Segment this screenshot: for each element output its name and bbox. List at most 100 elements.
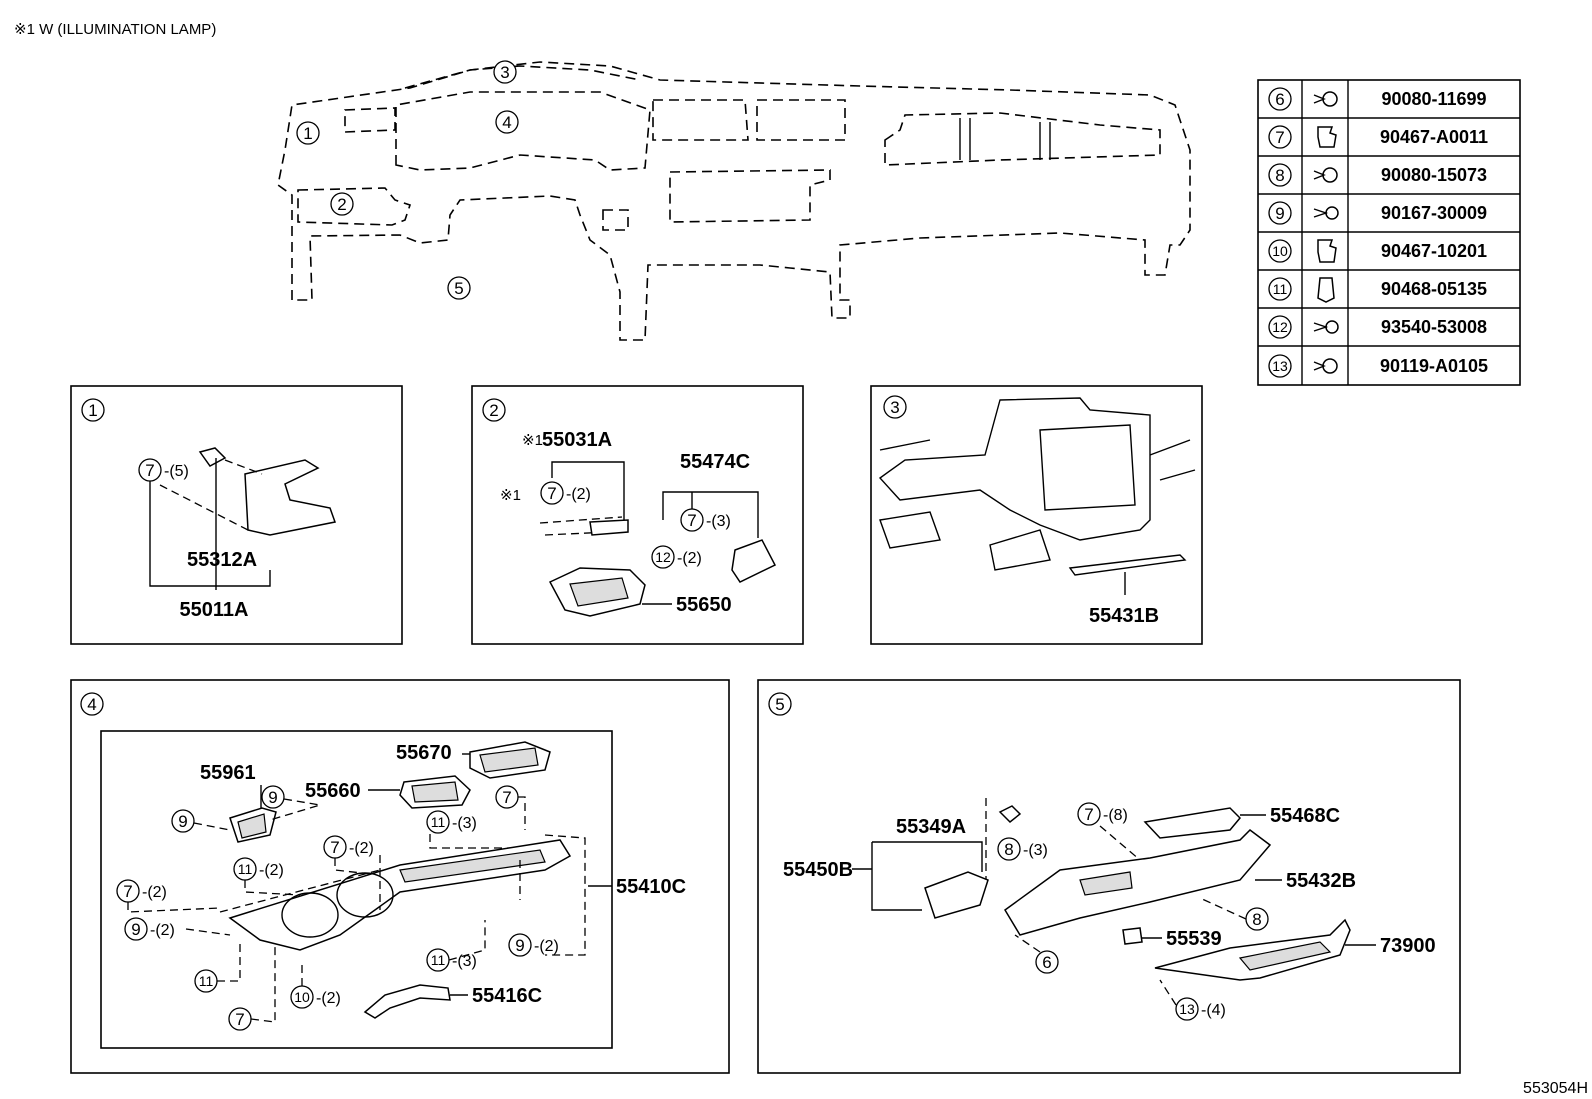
bolt-icon	[1313, 91, 1338, 107]
svg-text:-(3): -(3)	[452, 815, 477, 832]
part-55650: 55650	[676, 594, 732, 616]
svg-text:11: 11	[199, 973, 214, 989]
detail-panel-1: 1 7 -(5) 55312A 55011A	[70, 385, 403, 645]
svg-text:-(2): -(2)	[259, 862, 284, 879]
svg-text:9: 9	[515, 936, 524, 955]
svg-text:※1: ※1	[522, 432, 543, 449]
svg-text:6: 6	[1042, 953, 1051, 972]
bolt-icon	[1313, 358, 1338, 374]
detail-panel-4: 4 55670 55660 55961 9 9 7 11 -(3) 7 -(2)…	[70, 679, 730, 1074]
drawing-id: 553054H	[1523, 1080, 1588, 1097]
svg-text:2: 2	[489, 401, 498, 420]
clip-icon	[1317, 126, 1337, 148]
svg-text:11: 11	[238, 861, 253, 877]
dashboard-overview: 1 2 3 4 5	[277, 60, 1191, 341]
svg-text:5: 5	[454, 279, 463, 298]
svg-text:3: 3	[500, 63, 509, 82]
part-55312A: 55312A	[187, 549, 257, 571]
svg-text:-(5): -(5)	[164, 463, 189, 480]
knee-airbag-73900-part	[1154, 918, 1351, 981]
table-row: 11 90468-05135	[1268, 277, 1487, 303]
svg-text:2: 2	[337, 195, 346, 214]
table-row: 8 90080-15073	[1268, 163, 1487, 187]
svg-text:8: 8	[1004, 840, 1013, 859]
svg-text:7: 7	[123, 882, 132, 901]
part-55961: 55961	[200, 762, 256, 784]
svg-text:90468-05135: 90468-05135	[1381, 279, 1487, 299]
cover-55468C-part	[1143, 807, 1242, 839]
svg-text:8: 8	[1275, 166, 1284, 185]
part-55031A: 55031A	[542, 429, 612, 451]
part-55468C: 55468C	[1270, 805, 1340, 827]
cover-part	[731, 539, 777, 583]
svg-text:-(2): -(2)	[150, 922, 175, 939]
svg-text:90467-10201: 90467-10201	[1381, 241, 1487, 261]
svg-text:-(2): -(2)	[534, 938, 559, 955]
part-55410C: 55410C	[616, 876, 686, 898]
part-55450B: 55450B	[783, 859, 853, 881]
clip-icon	[1317, 239, 1337, 263]
fastener-table: 6 90080-11699 7 90467-A0011 8 90080-1507…	[1257, 79, 1521, 386]
svg-text:-(2): -(2)	[349, 840, 374, 857]
overview-callout-1	[296, 121, 320, 145]
overview-callout-2	[330, 192, 354, 216]
svg-text:1: 1	[303, 124, 312, 143]
svg-text:6: 6	[1275, 90, 1284, 109]
clip-55539-part	[1122, 927, 1143, 945]
table-row: 7 90467-A0011	[1268, 125, 1488, 149]
part-55660: 55660	[305, 780, 361, 802]
svg-text:※1: ※1	[500, 487, 521, 504]
screw-icon	[1313, 320, 1339, 334]
bolt-icon	[1313, 167, 1338, 183]
svg-text:10: 10	[294, 989, 310, 1005]
svg-text:9: 9	[1275, 204, 1284, 223]
part-55431B: 55431B	[1089, 605, 1159, 627]
svg-text:93540-53008: 93540-53008	[1381, 317, 1487, 337]
svg-text:7: 7	[145, 461, 154, 480]
side-panel-part	[244, 459, 336, 536]
clip-icon	[1317, 277, 1335, 303]
svg-text:11: 11	[431, 952, 446, 968]
clip-part	[998, 805, 1022, 824]
svg-text:4: 4	[87, 695, 96, 714]
part-73900: 73900	[1380, 935, 1436, 957]
svg-text:11: 11	[431, 814, 446, 830]
svg-text:90167-30009: 90167-30009	[1381, 203, 1487, 223]
svg-text:7: 7	[330, 838, 339, 857]
svg-text:7: 7	[1084, 805, 1093, 824]
box-55450B-part	[924, 871, 989, 919]
svg-text:9: 9	[131, 920, 140, 939]
reinforcement-part	[878, 397, 1151, 541]
svg-text:3: 3	[890, 398, 899, 417]
svg-text:7: 7	[1275, 128, 1284, 147]
svg-text:7: 7	[235, 1010, 244, 1029]
svg-text:-(8): -(8)	[1103, 807, 1128, 824]
table-row: 13 90119-A0105	[1268, 354, 1488, 378]
svg-text:11: 11	[1273, 281, 1288, 297]
svg-text:1: 1	[88, 401, 97, 420]
svg-text:13: 13	[1272, 358, 1288, 374]
screw-icon	[1313, 206, 1339, 220]
overview-callout-4	[495, 110, 519, 134]
svg-text:12: 12	[655, 549, 671, 565]
trim-55416C-part	[363, 984, 451, 1019]
part-55416C: 55416C	[472, 985, 542, 1007]
svg-text:9: 9	[178, 812, 187, 831]
table-row: 9 90167-30009	[1268, 201, 1487, 225]
svg-text:90080-15073: 90080-15073	[1381, 165, 1487, 185]
lower-panel-55432B-part	[1004, 829, 1272, 936]
part-55011A: 55011A	[180, 599, 249, 621]
part-55349A: 55349A	[896, 816, 966, 838]
svg-text:-(4): -(4)	[1201, 1002, 1226, 1019]
clip-part	[198, 447, 227, 467]
part-55474C: 55474C	[680, 451, 750, 473]
svg-text:-(3): -(3)	[1023, 842, 1048, 859]
svg-text:-(2): -(2)	[316, 990, 341, 1007]
svg-text:7: 7	[502, 788, 511, 807]
detail-panel-3: 3 55431B	[870, 385, 1203, 645]
svg-text:7: 7	[547, 484, 556, 503]
svg-text:13: 13	[1179, 1001, 1195, 1017]
table-row: 6 90080-11699	[1268, 87, 1487, 111]
svg-text:5: 5	[775, 695, 784, 714]
